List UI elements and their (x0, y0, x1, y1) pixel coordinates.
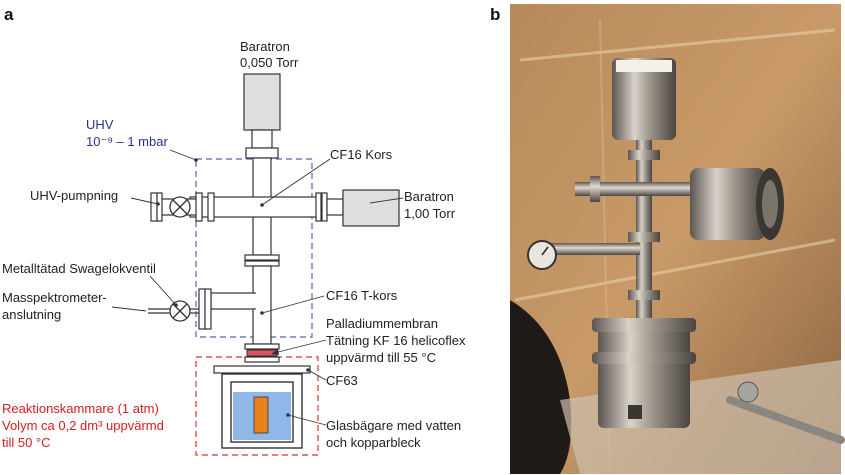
uhv-range-label: 10⁻⁹ – 1 mbar (86, 134, 168, 149)
membrane-lower-flange (244, 356, 280, 363)
glas-label-1: Glasbägare med vatten (326, 418, 461, 433)
glas-label-2: och kopparbleck (326, 435, 421, 450)
photo-bottom-chamber (598, 318, 690, 428)
reaktion-label-2: Volym ca 0,2 dm³ uppvärmd (2, 418, 164, 433)
baratron-right-label-1: Baratron (404, 189, 454, 204)
glas-leader (287, 414, 327, 426)
tkors-leader (261, 295, 325, 314)
photo-right-gauge (690, 168, 765, 240)
baratron-top-neck (251, 129, 273, 149)
baratron-top-gauge (243, 73, 281, 131)
right-baratron-neck (326, 198, 344, 216)
palladium-label-1: Palladiummembran (326, 316, 438, 331)
panel-b-letter: b (490, 5, 500, 24)
top-flange (245, 147, 279, 159)
pump-flange-a (150, 192, 158, 222)
pump-flange-b (156, 192, 163, 222)
cf16-tkors-label: CF16 T-kors (326, 288, 398, 303)
baratron-right-gauge (342, 189, 400, 227)
palladium-leader (273, 339, 327, 354)
cf16-kors-label: CF16 Kors (330, 147, 393, 162)
right-cross-flange-2 (321, 192, 328, 222)
baratron-right-label-2: 1,00 Torr (404, 206, 456, 221)
masspektro-label-2: anslutning (2, 307, 61, 322)
uhv-pump-leader (130, 197, 159, 205)
cf16-kors-leader (261, 158, 331, 206)
cf63-label: CF63 (326, 373, 358, 388)
palladium-label-2: Tätning KF 16 helicoflex (326, 333, 466, 348)
photo-top-gauge (612, 58, 676, 140)
tee-joint (254, 294, 256, 308)
middle-flange-1 (244, 254, 280, 261)
uhv-leader (169, 149, 197, 161)
copper-plate (253, 396, 269, 434)
baratron-top-label-2: 0,050 Torr (240, 55, 299, 70)
tee-side-tube (210, 292, 256, 310)
tee-side-flange-1 (198, 288, 206, 330)
glove-shape (510, 300, 572, 474)
membrane-upper-flange (244, 343, 280, 350)
cf63-flange (213, 365, 311, 374)
left-cross-flange (207, 192, 215, 222)
photo-wrench (726, 396, 845, 444)
palladium-label-3: uppvärmd till 55 °C (326, 350, 436, 365)
panel-b-photo: b (490, 4, 845, 474)
panel-a-schematic: a (2, 5, 466, 456)
right-cross-flange-1 (315, 192, 322, 222)
baratron-top-label-1: Baratron (240, 39, 290, 54)
baratron-right-leader (369, 197, 404, 204)
reaktion-label-1: Reaktionskammare (1 atm) (2, 401, 159, 416)
swagelok-leader (149, 275, 177, 306)
metalltatad-label: Metalltätad Swagelokventil (2, 261, 156, 276)
masspektro-label-1: Masspektrometer- (2, 290, 107, 305)
masspektro-leader (111, 306, 147, 312)
tee-side-flange-2 (204, 288, 212, 330)
uhv-label: UHV (86, 117, 114, 132)
panel-a-letter: a (4, 5, 14, 24)
reaktion-label-3: till 50 °C (2, 435, 51, 450)
pump-flange-c (195, 192, 203, 222)
photo-horizontal-arm (575, 182, 705, 196)
cf63-leader (307, 369, 327, 381)
middle-flange-2 (244, 260, 280, 267)
uhv-pumpning-label: UHV-pumpning (30, 188, 118, 203)
